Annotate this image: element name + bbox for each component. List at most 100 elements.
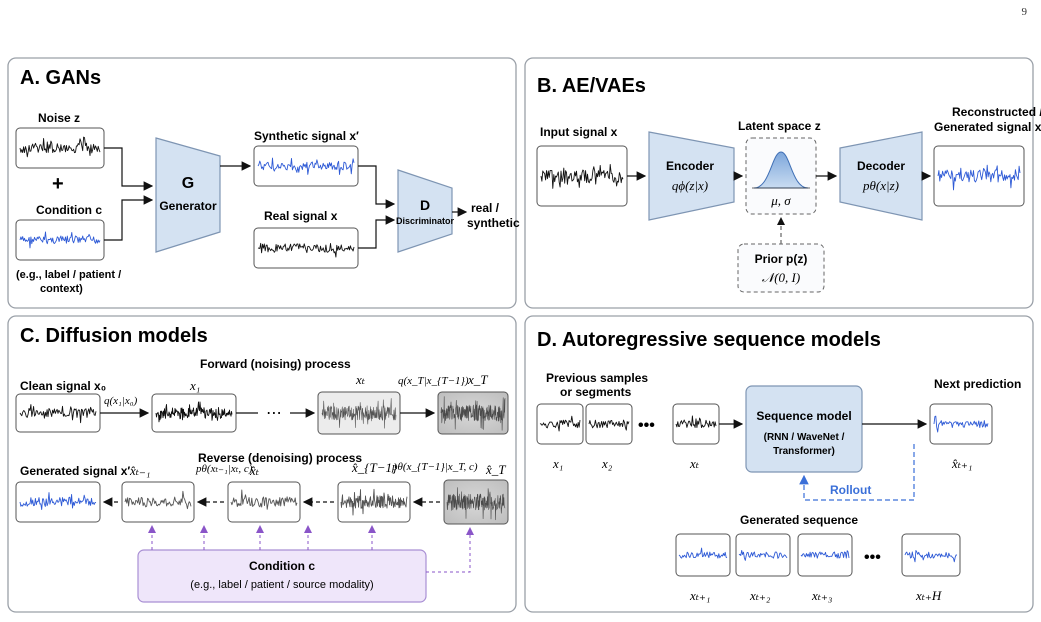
- gen-box-H: [901, 533, 961, 577]
- qT-formula: q(x_T|x_{T−1}): [398, 375, 469, 387]
- xt-signal: [321, 398, 397, 429]
- output-label-1: real /: [471, 201, 500, 215]
- gen-box-3: [797, 533, 853, 577]
- noise-to-generator-arrow: [104, 147, 154, 191]
- xhat-tm1-label: x̂ₜ₋₁: [129, 463, 150, 478]
- decoder-label: Decoder: [857, 159, 905, 173]
- synthetic-label: Synthetic signal x′: [254, 129, 359, 143]
- q1-formula: q(x₁|x₀): [104, 395, 138, 407]
- prior-label: Prior p(z): [755, 252, 808, 266]
- discriminator-label: Discriminator: [396, 216, 455, 226]
- p-T-formula: pθ(x_{T−1}|x_T, c): [391, 461, 478, 473]
- xhat-T-noise-box: [443, 479, 509, 525]
- ar-xt: xₜ: [689, 456, 700, 471]
- sequence-model-block: [745, 385, 863, 473]
- panel-diffusion: C. Diffusion models Forward (noising) pr…: [7, 315, 517, 613]
- xhat-t-signal: [230, 489, 298, 510]
- forward-dots: ⋯: [266, 405, 282, 422]
- panel-autoregressive: D. Autoregressive sequence models Previo…: [524, 315, 1034, 613]
- model-sub-1: (RNN / WaveNet /: [764, 432, 845, 443]
- gaussian-curve: [753, 151, 809, 189]
- discriminator-block: [397, 169, 453, 253]
- panel-diffusion-title: C. Diffusion models: [20, 325, 208, 347]
- output-label-2: synthetic: [467, 216, 520, 230]
- encoder-formula: qϕ(z|x): [672, 178, 708, 193]
- x1-label: x₁: [189, 378, 200, 393]
- recon-label-1: Reconstructed /: [952, 105, 1041, 119]
- ar-x1: x₁: [552, 456, 563, 471]
- gen-signal-2: [738, 549, 788, 561]
- noise-signal: [19, 136, 101, 158]
- latent-label: Latent space z: [738, 119, 821, 133]
- cond-arrow-6: [426, 527, 474, 573]
- decoder-block: [839, 131, 923, 221]
- panel-gans-title: A. GANs: [20, 67, 101, 89]
- gen-signal-H: [904, 550, 958, 563]
- generated-signal: [19, 492, 97, 510]
- ar-x2: x₂: [601, 456, 613, 471]
- rollout-label: Rollout: [830, 483, 871, 497]
- xhat-Tm1-signal: [340, 488, 408, 516]
- prior-formula: 𝒩(0, I): [762, 270, 800, 285]
- generator-label: Generator: [159, 199, 217, 213]
- gen-x-3: xₜ₊₃: [811, 588, 832, 603]
- xhat-tm1-signal: [124, 490, 192, 510]
- model-sub-2: Transformer): [773, 446, 835, 457]
- xT-label: x_T: [467, 372, 488, 387]
- diffusion-condition-note: (e.g., label / patient / source modality…: [190, 579, 373, 591]
- panel-diffusion-frame: [7, 315, 517, 613]
- next-signal: [933, 415, 989, 433]
- diffusion-condition-label: Condition c: [249, 559, 315, 573]
- panel-vaes-title: B. AE/VAEs: [537, 75, 646, 97]
- diffusion-condition-box: [137, 549, 427, 603]
- xhat-tm1-box: [121, 481, 195, 523]
- xt-label: xₜ: [355, 372, 366, 387]
- input-label: Input signal x: [540, 125, 618, 139]
- rollout-arrow: [799, 444, 915, 501]
- real-to-disc-arrow: [358, 215, 396, 249]
- recon-label-2: Generated signal x′: [934, 120, 1041, 134]
- noise-label: Noise z: [38, 111, 80, 125]
- input-signal: [540, 164, 624, 189]
- condition-label: Condition c: [36, 203, 102, 217]
- real-signal: [257, 242, 355, 258]
- prev-box-2: [585, 403, 633, 445]
- panel-gans: A. GANs Noise z + Condition c (e.g., lab…: [7, 57, 520, 309]
- reverse-title: Reverse (denoising) process: [198, 451, 362, 465]
- condition-to-generator-arrow: [104, 195, 154, 241]
- x1-signal: [155, 401, 233, 423]
- model-label: Sequence model: [756, 409, 851, 423]
- prev-label-1: Previous samples: [546, 371, 648, 385]
- decoder-formula: pθ(x|z): [862, 178, 899, 193]
- recon-signal-box: [933, 145, 1025, 207]
- gen-box-1: [675, 533, 731, 577]
- panel-autoregressive-title: D. Autoregressive sequence models: [537, 329, 881, 351]
- latent-params: μ, σ: [770, 193, 791, 208]
- page-number: 9: [1021, 6, 1028, 18]
- prev-signal-t: [675, 415, 717, 429]
- xT-signal: [440, 396, 506, 431]
- encoder-label: Encoder: [666, 159, 714, 173]
- ar-dots: •••: [638, 417, 655, 434]
- p-t-formula: pθ(xₜ₋₁|xₜ, c): [195, 463, 253, 475]
- next-var: x̂ₜ₊₁: [951, 456, 972, 471]
- gen-dots: •••: [864, 549, 881, 566]
- clean-label: Clean signal x₀: [20, 379, 106, 393]
- gen-x-2: xₜ₊₂: [749, 588, 771, 603]
- prev-label-2: or segments: [560, 385, 632, 399]
- synthetic-to-disc-arrow: [358, 165, 396, 209]
- recon-signal: [937, 164, 1021, 191]
- generator-block: [155, 137, 221, 253]
- encoder-block: [648, 131, 735, 221]
- next-label: Next prediction: [934, 377, 1021, 391]
- xhat-T-label: x̂_T: [485, 462, 506, 477]
- condition-signal: [19, 231, 101, 249]
- xhat-Tm1-label: x̂_{T−1}: [351, 460, 398, 475]
- generated-label: Generated signal x′: [20, 464, 130, 478]
- forward-title: Forward (noising) process: [200, 357, 351, 371]
- condition-note-1: (e.g., label / patient /: [16, 269, 121, 281]
- prev-signal-1: [539, 415, 581, 432]
- generator-letter: G: [182, 175, 194, 192]
- prior-box: [737, 243, 825, 293]
